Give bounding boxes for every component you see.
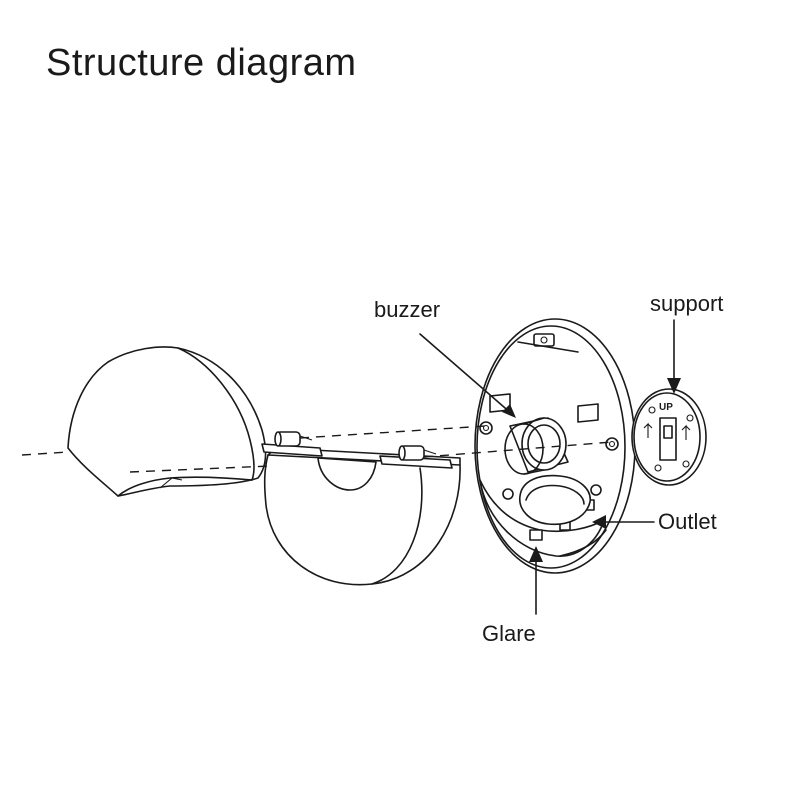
label-glare: Glare <box>482 621 536 646</box>
label-support: support <box>650 291 723 316</box>
support-up-text: UP <box>659 402 673 413</box>
half-ring-base <box>261 431 461 586</box>
leader-lines <box>419 319 681 615</box>
dome-cover <box>67 346 267 497</box>
buzzer-cylinder <box>504 417 569 475</box>
label-buzzer: buzzer <box>374 297 440 322</box>
label-outlet: Outlet <box>658 509 717 534</box>
assembly-axes <box>21 425 613 473</box>
page-title: Structure diagram <box>46 42 357 84</box>
support-plate: UP <box>631 388 707 486</box>
